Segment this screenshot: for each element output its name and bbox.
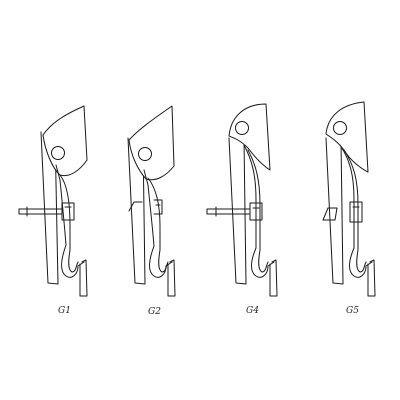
pivot-circle-g1 — [51, 146, 65, 160]
pivot-circle-g5 — [333, 121, 347, 135]
figure-g1: G1 — [18, 105, 88, 316]
label-g5: G5 — [346, 306, 359, 316]
label-g1: G1 — [58, 306, 71, 316]
figure-g4: G4 — [206, 103, 278, 316]
pivot-circle-g4 — [235, 121, 249, 135]
label-g2: G2 — [148, 307, 161, 317]
label-g4: G4 — [246, 306, 259, 316]
figure-g2: G2 — [127, 105, 176, 317]
pivot-circle-g2 — [138, 147, 152, 161]
figure-g5: G5 — [322, 101, 376, 316]
